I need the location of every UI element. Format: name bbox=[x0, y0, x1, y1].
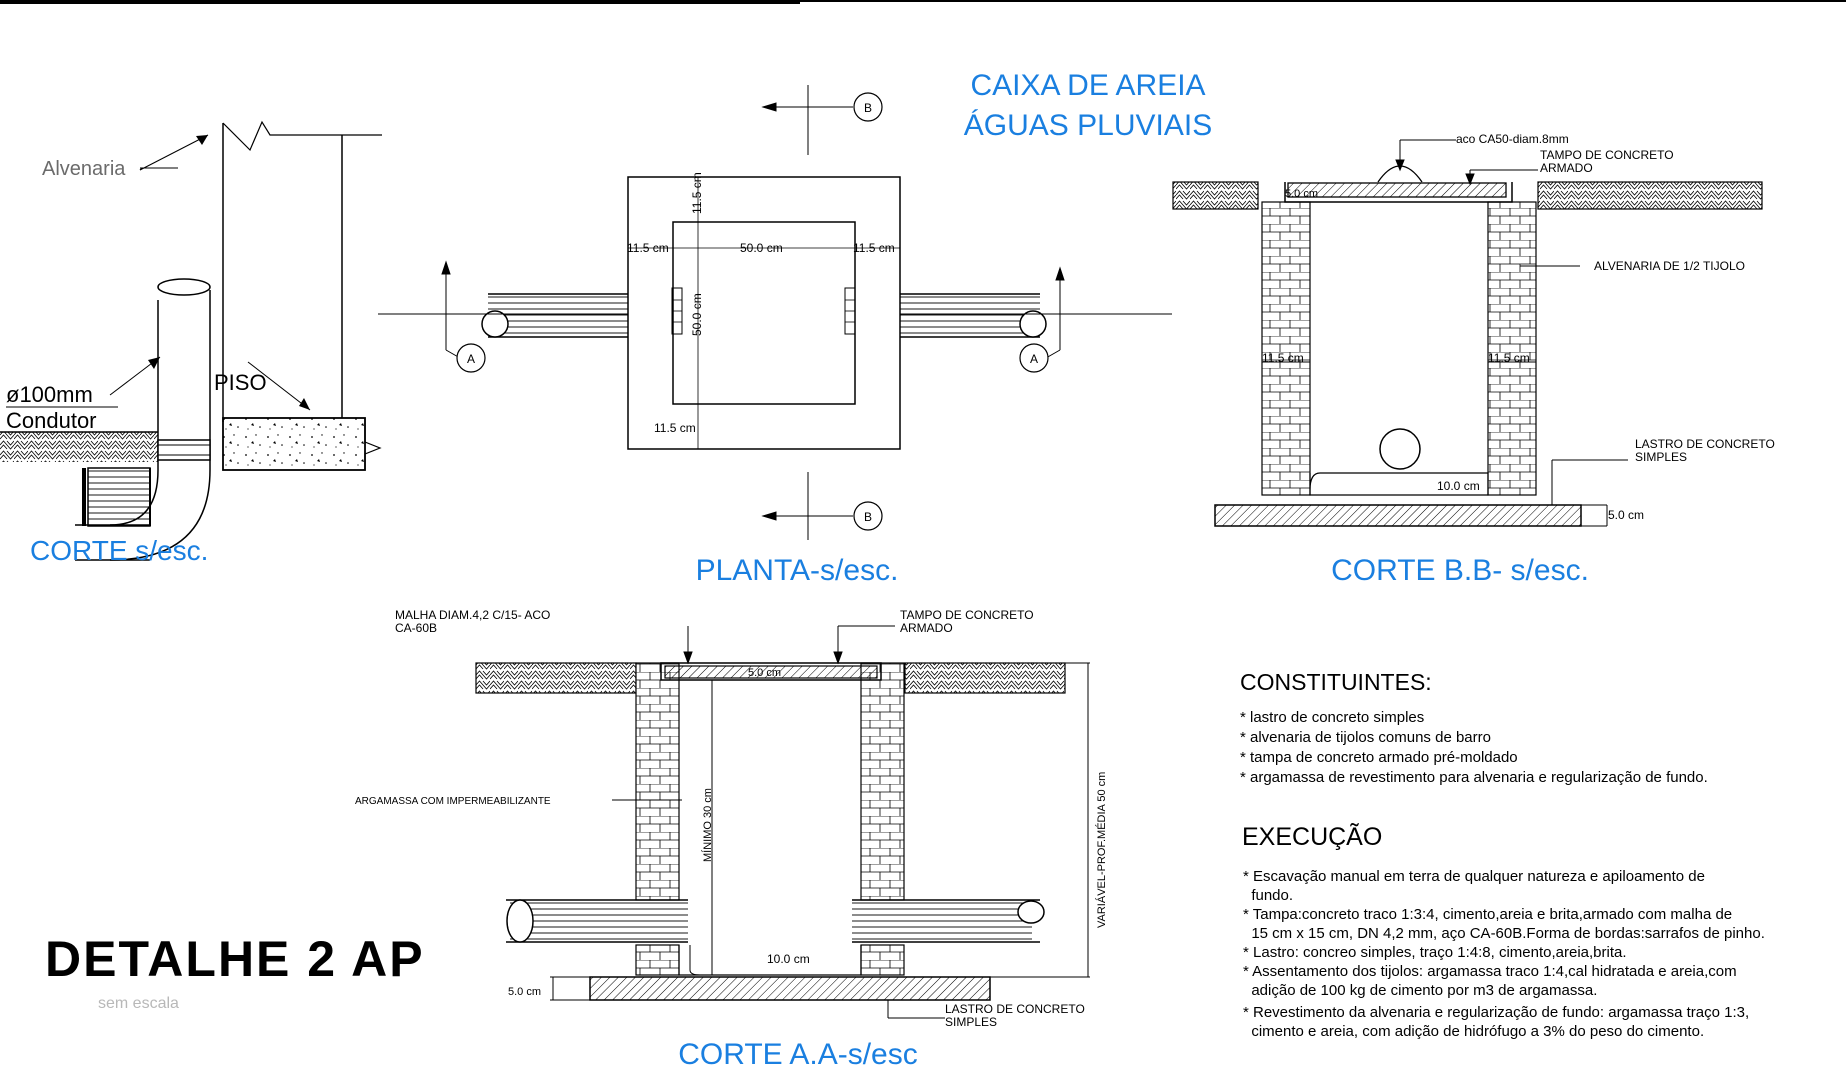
execucao-line-3: * Tampa:concreto traco 1:3:4, cimento,ar… bbox=[1243, 906, 1732, 923]
planta-dim-wall-right: 11.5 cm bbox=[853, 241, 895, 255]
execucao-line-1: * Escavação manual em terra de qualquer … bbox=[1243, 868, 1705, 885]
planta-dim-wall-bottom: 11.5 cm bbox=[654, 421, 696, 435]
execucao-line-8: * Revestimento da alvenaria e regulariza… bbox=[1243, 1004, 1749, 1021]
planta-dim-inner-width: 50.0 cm bbox=[740, 241, 783, 255]
sheet-border-top-thin bbox=[800, 0, 1846, 2]
corte-alvenaria-label: Alvenaria bbox=[42, 158, 126, 180]
corte-piso-label: PISO bbox=[214, 370, 267, 395]
planta-cut-a-left: A bbox=[467, 352, 475, 366]
corte-bb-wall-left-dim: 11.5 cm bbox=[1262, 351, 1304, 365]
corte-aa-argamassa-label: ARGAMASSA COM IMPERMEABILIZANTE bbox=[355, 796, 551, 807]
corte-aa-tampo-label-1: TAMPO DE CONCRETO bbox=[900, 608, 1034, 622]
constituintes-item-1: * lastro de concreto simples bbox=[1240, 709, 1424, 726]
corte-detail bbox=[0, 120, 382, 561]
corte-bb-aco-label: aco CA50-diam.8mm bbox=[1456, 132, 1569, 146]
corte-aa-lastro-label-1: LASTRO DE CONCRETO bbox=[945, 1002, 1085, 1016]
corte-bb-lastro-dim: 5.0 cm bbox=[1608, 508, 1644, 522]
corte-bb-view-title: CORTE B.B- s/esc. bbox=[1331, 554, 1589, 587]
corte-aa-tampo-label-2: ARMADO bbox=[900, 621, 953, 635]
corte-aa-lastro-label-2: SIMPLES bbox=[945, 1015, 997, 1029]
constituintes-item-3: * tampa de concreto armado pré-moldado bbox=[1240, 749, 1518, 766]
corte-bb-drawing bbox=[1172, 139, 1763, 527]
main-title-line2: ÁGUAS PLUVIAIS bbox=[964, 109, 1212, 142]
corte-bb-lastro-label-1: LASTRO DE CONCRETO bbox=[1635, 437, 1775, 451]
execucao-line-6: * Assentamento dos tijolos: argamassa tr… bbox=[1243, 963, 1737, 980]
execucao-heading: EXECUÇÃO bbox=[1242, 822, 1382, 851]
corte-view-title: CORTE s/esc. bbox=[30, 535, 208, 566]
planta-dim-wall-left: 11.5 cm bbox=[627, 241, 669, 255]
execucao-line-4: 15 cm x 15 cm, DN 4,2 mm, aço CA-60B.For… bbox=[1243, 925, 1765, 942]
corte-bb-lastro-label-2: SIMPLES bbox=[1635, 450, 1687, 464]
planta-view-title: PLANTA-s/esc. bbox=[696, 554, 899, 587]
constituintes-item-4: * argamassa de revestimento para alvenar… bbox=[1240, 769, 1708, 786]
execucao-line-5: * Lastro: concreo simples, traço 1:4:8, … bbox=[1243, 944, 1627, 961]
corte-aa-variavel-dim: VARIÁVEL-PROF.MÉDIA 50 cm bbox=[1095, 772, 1108, 928]
execucao-line-7: adição de 100 kg de cimento por m3 de ar… bbox=[1243, 982, 1597, 999]
corte-bb-wall-right-dim: 11.5 cm bbox=[1488, 351, 1530, 365]
corte-aa-drawing bbox=[475, 625, 1090, 1019]
planta-cut-b-top: B bbox=[864, 101, 872, 115]
constituintes-item-2: * alvenaria de tijolos comuns de barro bbox=[1240, 729, 1491, 746]
planta-drawing bbox=[378, 85, 1172, 540]
corte-aa-view-title: CORTE A.A-s/esc bbox=[678, 1038, 918, 1071]
detail-scale-note: sem escala bbox=[98, 995, 179, 1012]
corte-aa-fundo-dim: 10.0 cm bbox=[767, 952, 810, 966]
corte-aa-lastro-dim: 5.0 cm bbox=[508, 986, 541, 998]
constituintes-heading: CONSTITUINTES: bbox=[1240, 669, 1432, 695]
planta-cut-a-right: A bbox=[1030, 352, 1038, 366]
corte-aa-minimo-dim: MÍNIMO 30 cm bbox=[701, 788, 714, 862]
main-title-line1: CAIXA DE AREIA bbox=[970, 69, 1205, 102]
corte-diameter-label: ø100mm bbox=[6, 382, 93, 407]
corte-bb-tampo-label-1: TAMPO DE CONCRETO bbox=[1540, 148, 1674, 162]
corte-condutor-label: Condutor bbox=[6, 408, 97, 433]
corte-aa-malha-label-1: MALHA DIAM.4,2 C/15- ACO bbox=[395, 608, 550, 622]
corte-aa-tampo-dim: 5.0 cm bbox=[748, 667, 781, 679]
planta-dim-wall-top: 11.5 cm bbox=[690, 172, 704, 214]
detail-name: DETALHE 2 AP bbox=[45, 931, 425, 987]
sheet-border-top bbox=[0, 0, 800, 4]
corte-bb-fundo-dim: 10.0 cm bbox=[1437, 479, 1480, 493]
execucao-line-9: cimento e areia, com adição de hidrófugo… bbox=[1243, 1023, 1704, 1040]
corte-bb-alvenaria-label: ALVENARIA DE 1/2 TIJOLO bbox=[1594, 259, 1745, 273]
corte-bb-tampo-label-2: ARMADO bbox=[1540, 161, 1593, 175]
planta-dim-inner-height: 50.0 cm bbox=[690, 293, 704, 336]
corte-aa-malha-label-2: CA-60B bbox=[395, 621, 437, 635]
execucao-line-2: fundo. bbox=[1243, 887, 1293, 904]
corte-bb-tampo-dim: 5.0 cm bbox=[1285, 188, 1318, 200]
planta-cut-b-bottom: B bbox=[864, 510, 872, 524]
